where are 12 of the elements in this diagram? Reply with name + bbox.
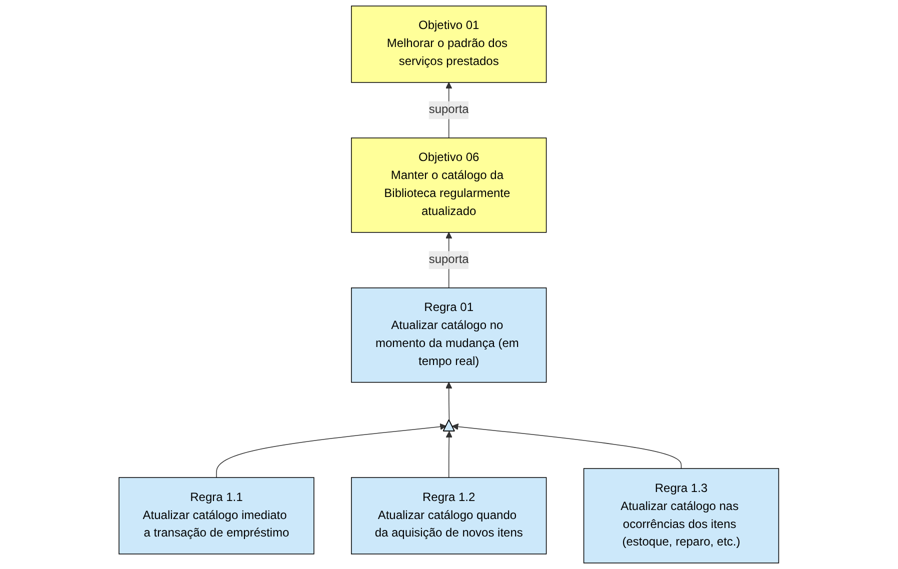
node-box: Objetivo 01 Melhorar o padrão dos serviços prestados xyxy=(351,6,547,83)
arrow xyxy=(216,423,447,478)
edge-label: suporta xyxy=(428,103,469,116)
node-box: Regra 1.2 Atualizar catálogo quando da aquisição de novos itens xyxy=(351,477,547,554)
node-box: Regra 1.1 Atualizar catálogo imediato a transação de empréstimo xyxy=(118,477,314,554)
arrow xyxy=(452,423,682,469)
arrow xyxy=(446,382,452,421)
node-box: Regra 1.3 Atualizar catálogo nas ocorrências dos itens (estoque, reparo, etc.) xyxy=(584,468,780,564)
arrow xyxy=(446,431,453,478)
edge-label: suporta xyxy=(428,253,469,266)
node-box: Objetivo 06 Manter o catálogo da Biblioteca regularmente atualizado xyxy=(351,138,547,233)
node-box: Regra 01 Atualizar catálogo no momento da mudança (em tempo real) xyxy=(351,288,547,383)
